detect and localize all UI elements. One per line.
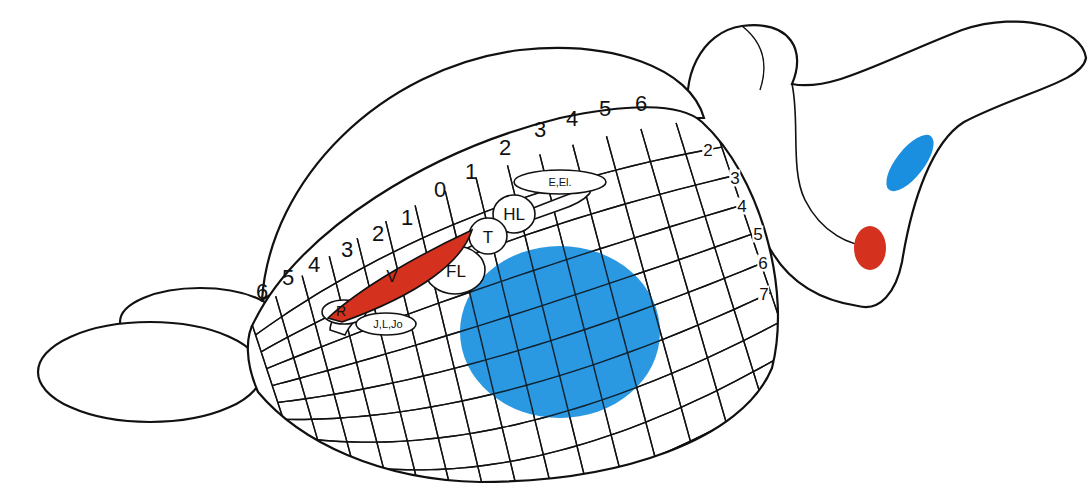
- grid-number: 3: [729, 170, 740, 187]
- grid-number: 2: [372, 223, 384, 245]
- region-ear: [514, 170, 606, 194]
- blue-area: [460, 246, 660, 418]
- region-label: FL: [446, 263, 466, 280]
- grid-line: [712, 118, 800, 380]
- grid-number: 4: [736, 198, 747, 215]
- region-label: HL: [503, 206, 525, 223]
- grid-number: 1: [465, 161, 477, 183]
- grid-line: [300, 380, 800, 494]
- grid-line: [278, 264, 761, 403]
- grid-number: 4: [566, 108, 578, 130]
- olfactory-bulb: [38, 322, 262, 422]
- grid-number: 0: [434, 179, 446, 201]
- grid-line: [676, 123, 763, 403]
- grid-line: [250, 318, 300, 470]
- region-label: V: [386, 268, 397, 285]
- red-vibrissae-area: [328, 230, 472, 322]
- grid-line: [641, 129, 726, 423]
- grid-line: [294, 351, 790, 470]
- grid-number: 6: [635, 93, 647, 115]
- grid-line: [676, 123, 763, 403]
- grid-number: 7: [758, 286, 769, 303]
- grid-line: [276, 296, 330, 481]
- grid-line: [641, 129, 726, 423]
- grid-line: [261, 176, 731, 352]
- grid-line: [445, 191, 518, 494]
- grid-line: [250, 318, 300, 470]
- grid-number: 2: [702, 142, 713, 159]
- grid-number: 5: [599, 98, 611, 120]
- grid-number: 6: [256, 281, 268, 303]
- region-label: E,El.: [548, 177, 571, 188]
- grid-number: 4: [308, 254, 320, 276]
- grid-line: [267, 205, 742, 368]
- region-band: [330, 189, 590, 335]
- region-jaw: [356, 313, 416, 335]
- grid-line: [272, 234, 751, 385]
- grid-line: [712, 118, 800, 380]
- grid-line: [276, 296, 330, 481]
- grid-line: [289, 322, 781, 442]
- region-trunk: [469, 218, 507, 254]
- grid-number: 2: [499, 137, 511, 159]
- grid-line: [606, 136, 690, 441]
- region-label: J,L,Jo: [373, 319, 402, 330]
- grid-number: 1: [401, 207, 413, 229]
- region-label: T: [483, 229, 493, 246]
- region-label: R: [336, 304, 346, 318]
- blue-area: [878, 128, 942, 199]
- red-area: [854, 226, 886, 270]
- grid-number: 5: [752, 226, 763, 243]
- grid-number: 3: [341, 239, 353, 261]
- grid-number: 6: [757, 255, 768, 272]
- grid-number: 3: [534, 119, 546, 141]
- grid-number: 5: [282, 267, 294, 289]
